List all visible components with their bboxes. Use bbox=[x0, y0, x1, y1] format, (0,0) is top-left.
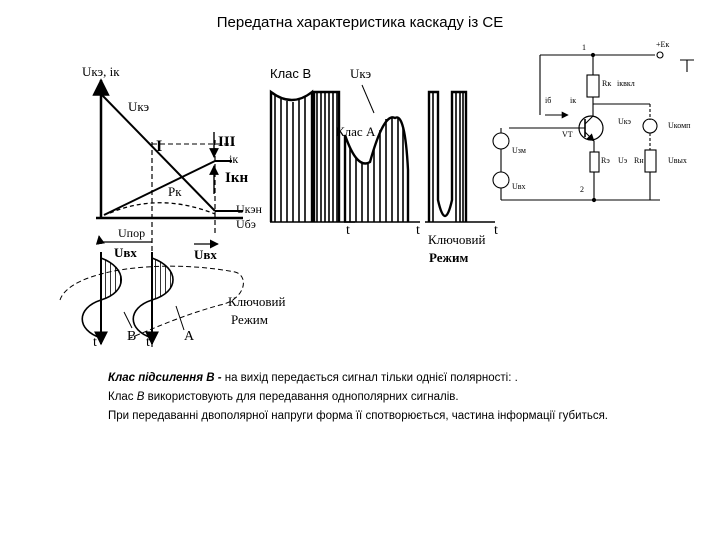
key-mode-hatching bbox=[432, 92, 464, 222]
uvx-right-label: Uвх bbox=[194, 247, 217, 262]
power-curve bbox=[109, 202, 216, 215]
supply-label: +Eк bbox=[656, 40, 669, 49]
uvx-left-arrow bbox=[95, 235, 105, 245]
supply-terminal bbox=[656, 51, 664, 59]
key-mode-label: Ключовий bbox=[228, 294, 286, 309]
t-label-3: t bbox=[494, 223, 498, 238]
class-b-letter: В bbox=[136, 391, 145, 403]
t-label-2: t bbox=[416, 223, 420, 238]
input-wave-right-fill bbox=[151, 256, 174, 302]
uvx-label: Uвх bbox=[512, 182, 526, 191]
region-III-label: III bbox=[218, 134, 236, 150]
t-right-label: t bbox=[146, 335, 150, 350]
node1-label: 1 bbox=[582, 43, 586, 52]
ikn-label: Iкн bbox=[225, 170, 248, 186]
ukomp-label: Uкомп bbox=[668, 121, 691, 130]
region-I-label: I bbox=[156, 138, 162, 155]
uke-label: Uкэ bbox=[618, 117, 632, 126]
ikz-label: iквкл bbox=[617, 79, 635, 88]
class-a-hatching bbox=[349, 117, 404, 222]
ik-line bbox=[103, 160, 216, 216]
t-label-1: t bbox=[346, 223, 350, 238]
rn-label: Rн bbox=[634, 156, 644, 165]
b-label: B bbox=[127, 329, 136, 344]
axis-y-label: Uкэ, iк bbox=[82, 64, 120, 79]
re-resistor bbox=[589, 151, 600, 173]
uke-wave-label: Uкэ bbox=[350, 66, 372, 81]
description-line-3: При передаванні двополярної напруги форм… bbox=[108, 410, 608, 422]
class-b-term: Клас підсилення В - bbox=[108, 372, 222, 384]
ukomp-source bbox=[642, 118, 658, 134]
ik-label: iк bbox=[229, 152, 238, 166]
upor-label: Uпор bbox=[118, 226, 145, 240]
key-mode-dashed-wave bbox=[59, 265, 244, 339]
input-wave-left-neg bbox=[81, 299, 102, 339]
input-wave-right-neg bbox=[132, 299, 153, 339]
class-b-hatching bbox=[274, 92, 338, 222]
ik-label: iк bbox=[570, 96, 576, 105]
uzm-label: Uзм bbox=[512, 146, 526, 155]
t-left-label: t bbox=[93, 335, 97, 350]
description-line-2-pre: Клас bbox=[108, 391, 137, 403]
class-b-label: Клас В bbox=[270, 66, 311, 81]
description-line-1-text: на вихід передається сигнал тільки одніє… bbox=[221, 372, 518, 384]
description-line-2: Клас В використовують для передавання од… bbox=[108, 388, 718, 407]
key-mode-label: Ключовий bbox=[428, 232, 486, 247]
a-pointer bbox=[175, 305, 185, 331]
description-line-2-text: використовують для передавання однополяр… bbox=[144, 391, 459, 403]
key-mode-waveform bbox=[427, 90, 468, 222]
characteristic-panel: Uкэ, iк Uкэ I III iк Iкн Pк Uкэн Uбэ Uпо… bbox=[59, 64, 286, 350]
re-label: Rэ bbox=[601, 156, 610, 165]
rk-label: Rк bbox=[602, 79, 611, 88]
b-pointer bbox=[123, 311, 133, 329]
rn-resistor bbox=[644, 149, 657, 173]
slide-title: Передатна характеристика каскаду із СЕ bbox=[216, 14, 504, 31]
class-b-second-pulse bbox=[312, 90, 341, 222]
ukeh-label: Uкэн bbox=[236, 202, 262, 216]
vt-label: VT bbox=[562, 130, 573, 139]
ube-label: Uбэ bbox=[236, 217, 256, 231]
node2-label: 2 bbox=[580, 185, 584, 194]
node-1 bbox=[590, 52, 596, 58]
ce-circuit bbox=[492, 51, 694, 203]
input-wave-left-fill bbox=[100, 256, 122, 302]
uout-label: Uвых bbox=[668, 156, 687, 165]
waveforms-panel: Клас В Uкэ Клас А t t t Ключовий Режим bbox=[269, 66, 498, 265]
description-block: Клас підсилення В - на вихід передається… bbox=[108, 369, 718, 426]
circuit-labels: 1 +Eк Rк iквкл iб iк VT Uкэ Uкомп Uзм Uв… bbox=[512, 40, 691, 194]
mode-label: Режим bbox=[429, 250, 468, 265]
uvx-source bbox=[492, 132, 510, 150]
ue-label: Uэ bbox=[618, 156, 628, 165]
mode-label: Режим bbox=[231, 312, 268, 327]
pk-label: Pк bbox=[168, 184, 182, 199]
class-a-waveform bbox=[343, 116, 410, 222]
uke-curve-label: Uкэ bbox=[128, 99, 150, 114]
uke-pointer bbox=[361, 84, 375, 114]
class-b-waveform bbox=[269, 89, 314, 222]
a-label: A bbox=[184, 329, 195, 344]
uzm-source bbox=[492, 171, 510, 189]
uke-line bbox=[101, 94, 216, 212]
ib-label: iб bbox=[545, 96, 551, 105]
description-line-1: Клас підсилення В - на вихід передається… bbox=[108, 369, 718, 388]
uvx-left-label: Uвх bbox=[114, 245, 137, 260]
rk-resistor bbox=[586, 74, 600, 98]
ground-symbol bbox=[680, 59, 694, 72]
class-a-label: Клас А bbox=[336, 124, 376, 139]
node-2 bbox=[591, 197, 597, 203]
